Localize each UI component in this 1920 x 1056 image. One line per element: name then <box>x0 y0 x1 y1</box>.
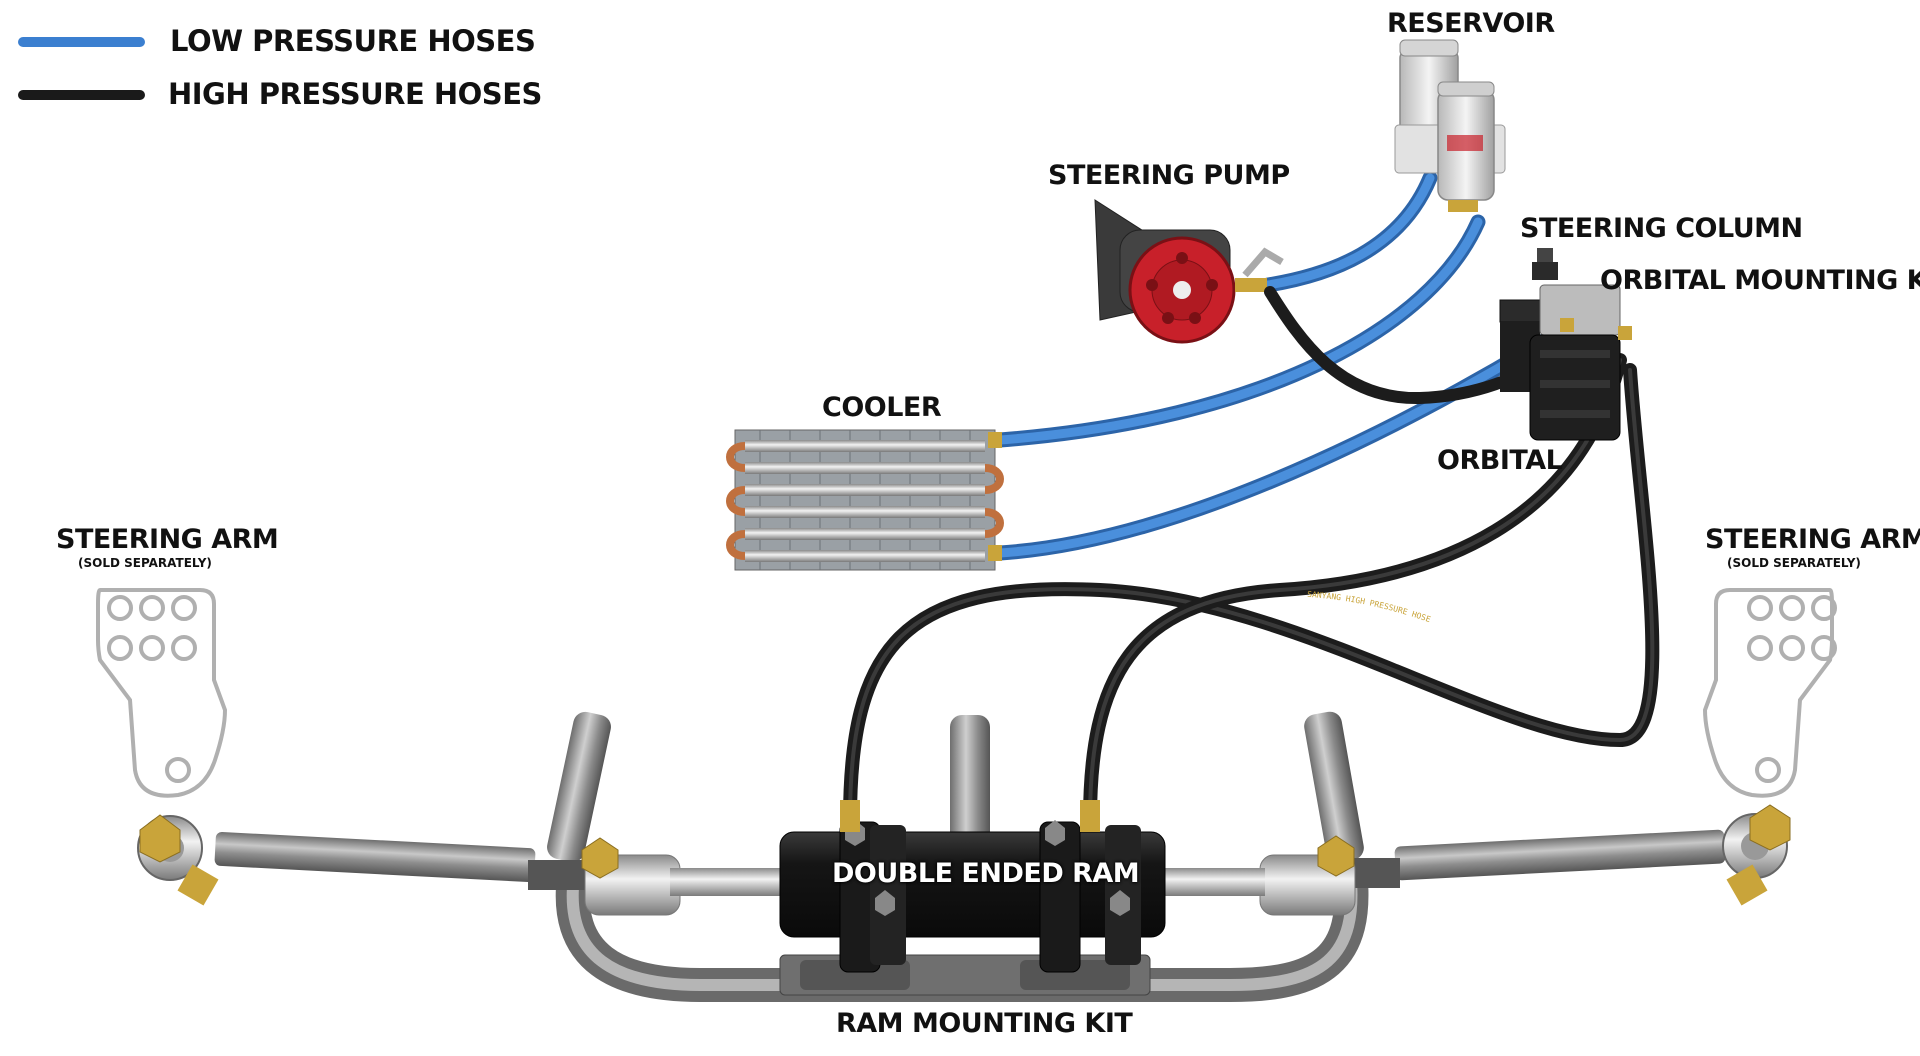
reservoir <box>1394 39 1506 212</box>
steering-arm-right <box>1702 588 1837 798</box>
legend-low-pressure-swatch <box>18 37 145 47</box>
legend-high-pressure-swatch <box>18 90 145 100</box>
label-steering-arm-left: STEERING ARM <box>56 524 279 555</box>
ram-clamp-right <box>1155 835 1356 916</box>
label-orbital: ORBITAL <box>1437 445 1563 476</box>
label-steering-arm-right: STEERING ARM <box>1705 524 1920 555</box>
label-steering-arm-left-note: (SOLD SEPARATELY) <box>78 556 212 570</box>
steering-pump <box>1094 199 1284 344</box>
steering-arm-left <box>96 588 228 798</box>
tie-rod-end-left <box>137 814 219 906</box>
high-pressure-hoses: SANYANG HIGH PRESSURE HOSE <box>843 286 1660 827</box>
label-orbital-mounting-kit: ORBITAL MOUNTING KIT <box>1600 265 1920 296</box>
low-pressure-hoses <box>992 170 1573 561</box>
cooler <box>726 429 1004 571</box>
label-steering-arm-right-note: (SOLD SEPARATELY) <box>1727 556 1861 570</box>
label-reservoir: RESERVOIR <box>1387 8 1555 39</box>
double-ended-ram <box>779 800 1166 973</box>
hose-reservoir-to-cooler <box>992 214 1486 448</box>
cooler-fins <box>759 430 971 570</box>
label-steering-pump: STEERING PUMP <box>1048 160 1290 191</box>
legend-high-pressure-label: HIGH PRESSURE HOSES <box>168 77 542 111</box>
legend-low-pressure-label: LOW PRESSURE HOSES <box>170 24 536 58</box>
tie-rods <box>214 829 1726 890</box>
hose-reservoir-to-pump <box>1260 170 1438 293</box>
cooler-tubes <box>745 440 985 562</box>
hose-cooler-to-orbital <box>992 320 1573 561</box>
label-ram-mounting-kit: RAM MOUNTING KIT <box>836 1008 1133 1039</box>
label-double-ended-ram: DOUBLE ENDED RAM <box>832 858 1140 889</box>
cooler-copper-bends <box>726 442 1004 560</box>
hose-print: SANYANG HIGH PRESSURE HOSE <box>1307 590 1432 624</box>
tie-rod-end-right <box>1722 804 1791 906</box>
label-steering-column: STEERING COLUMN <box>1520 213 1803 244</box>
label-cooler: COOLER <box>822 392 942 423</box>
ram-clamp-left <box>581 837 780 916</box>
orbital-unit <box>1499 248 1632 441</box>
